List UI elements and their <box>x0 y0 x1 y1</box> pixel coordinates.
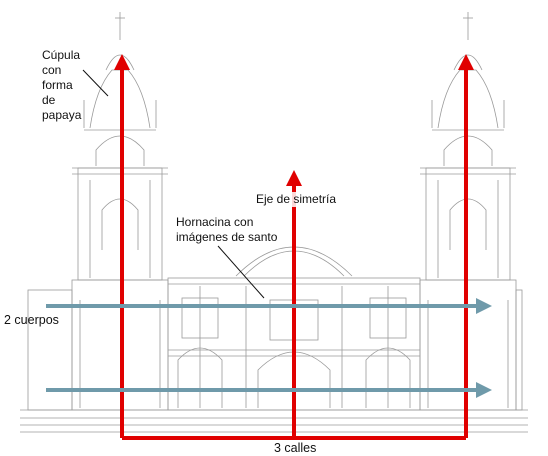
cuerpos-arrows <box>46 298 492 398</box>
hornacina-label: Hornacina con imágenes de santo <box>176 215 278 244</box>
pointer-lines <box>82 69 265 299</box>
cupula-label: Cúpula con forma de papaya <box>42 48 82 122</box>
symmetry-axis-label: Eje de simetría <box>254 192 339 207</box>
hornacina-pointer <box>217 245 265 299</box>
calles-label: 3 calles <box>274 441 317 455</box>
cuerpos-label: 2 cuerpos <box>4 313 59 327</box>
calles-arrows <box>114 54 474 440</box>
cupula-pointer <box>82 69 109 97</box>
